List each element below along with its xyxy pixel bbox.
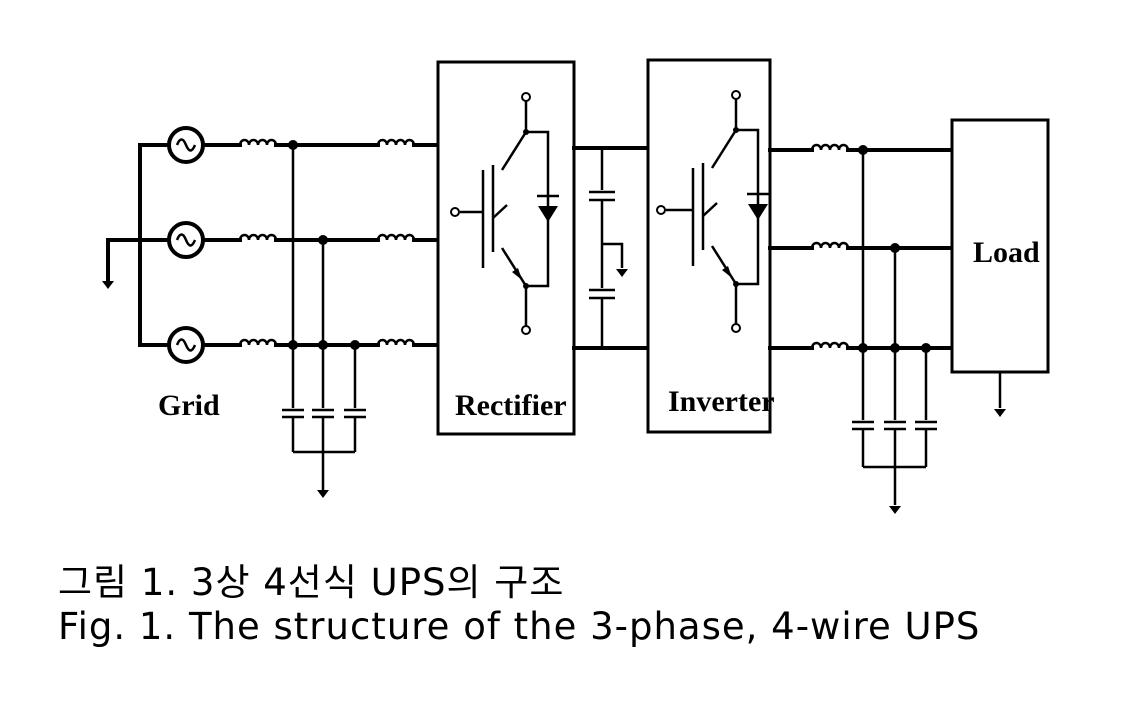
capacitor-icon bbox=[913, 420, 939, 431]
ups-circuit-diagram: Grid bbox=[102, 58, 1050, 514]
ac-source-icon bbox=[167, 326, 205, 364]
output-filter bbox=[768, 143, 954, 514]
inductor-icon bbox=[810, 341, 850, 350]
rectifier-block: Rectifier bbox=[436, 60, 576, 436]
igbt-icon bbox=[450, 92, 559, 335]
rectifier-label: Rectifier bbox=[455, 389, 567, 422]
inductor-icon bbox=[238, 138, 278, 147]
grid-label: Grid bbox=[158, 389, 220, 422]
input-filter bbox=[202, 138, 440, 498]
inductor-icon bbox=[376, 338, 416, 347]
ac-source-icon bbox=[167, 126, 205, 164]
dc-link bbox=[572, 146, 650, 350]
ground-icon bbox=[994, 409, 1006, 417]
figure-caption-english: Fig. 1. The structure of the 3-phase, 4-… bbox=[58, 605, 981, 648]
ac-source-icon bbox=[167, 221, 205, 259]
capacitor-icon bbox=[342, 408, 368, 419]
load-block: Load bbox=[950, 118, 1050, 417]
grid-sources: Grid bbox=[102, 126, 220, 422]
inductor-icon bbox=[376, 233, 416, 242]
capacitor-icon bbox=[882, 420, 908, 431]
inductor-icon bbox=[810, 143, 850, 152]
load-label: Load bbox=[973, 236, 1040, 269]
ground-icon bbox=[616, 269, 628, 277]
capacitor-icon bbox=[280, 408, 306, 419]
capacitor-icon bbox=[310, 408, 336, 419]
inverter-block: Inverter bbox=[646, 58, 775, 434]
inductor-icon bbox=[810, 241, 850, 250]
inductor-icon bbox=[238, 233, 278, 242]
inductor-icon bbox=[238, 338, 278, 347]
figure-caption-korean: 그림 1. 3상 4선식 UPS의 구조 bbox=[58, 561, 565, 604]
capacitor-icon bbox=[850, 420, 876, 431]
ground-icon bbox=[102, 281, 114, 289]
ground-icon bbox=[317, 490, 329, 498]
igbt-icon bbox=[656, 90, 769, 333]
ground-icon bbox=[889, 506, 901, 514]
inductor-icon bbox=[376, 138, 416, 147]
inverter-label: Inverter bbox=[668, 385, 775, 418]
